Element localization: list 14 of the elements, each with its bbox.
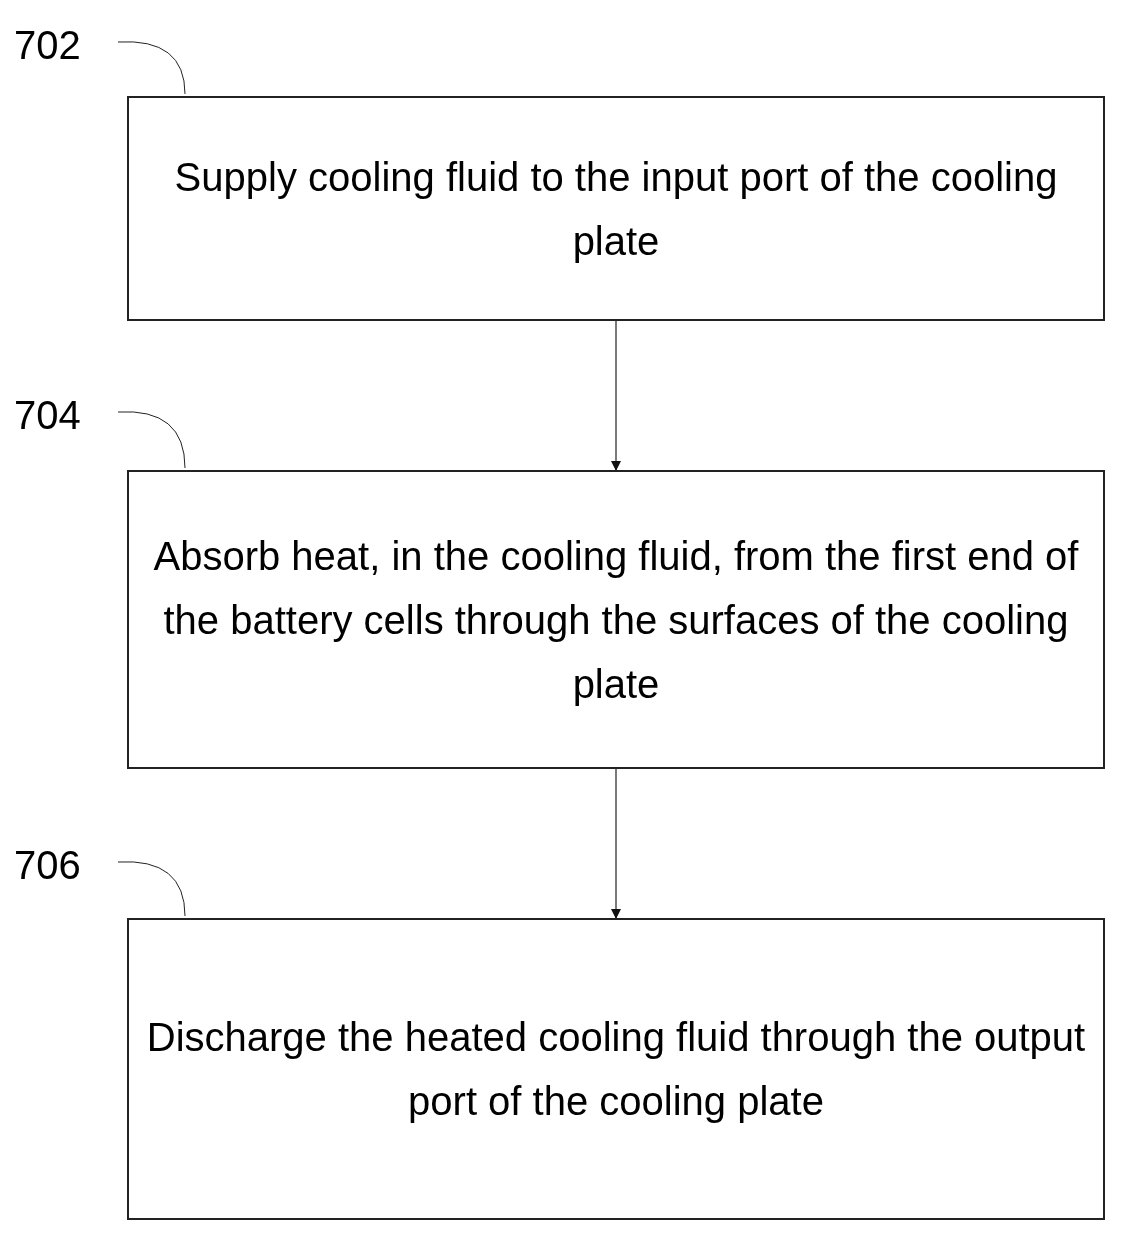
step-text: Discharge the heated cooling fluid through the output port of the cooling plate [145,1014,1087,1125]
arrow [611,320,621,471]
step-text: Absorb heat, in the cooling fluid, from the first end of the battery cells through the surfaces of the cooling plate [152,532,1080,708]
process-box [127,470,1105,769]
process-box [127,96,1105,321]
process-box [127,918,1105,1220]
reference-number: 704 [14,390,81,440]
leader-line [117,41,186,95]
leader-line [117,861,186,917]
reference-number: 702 [14,20,81,70]
leader-line [117,411,186,469]
step-text: Supply cooling fluid to the input port of the cooling plate [173,153,1059,265]
reference-number: 706 [14,840,81,890]
arrow [611,768,621,919]
